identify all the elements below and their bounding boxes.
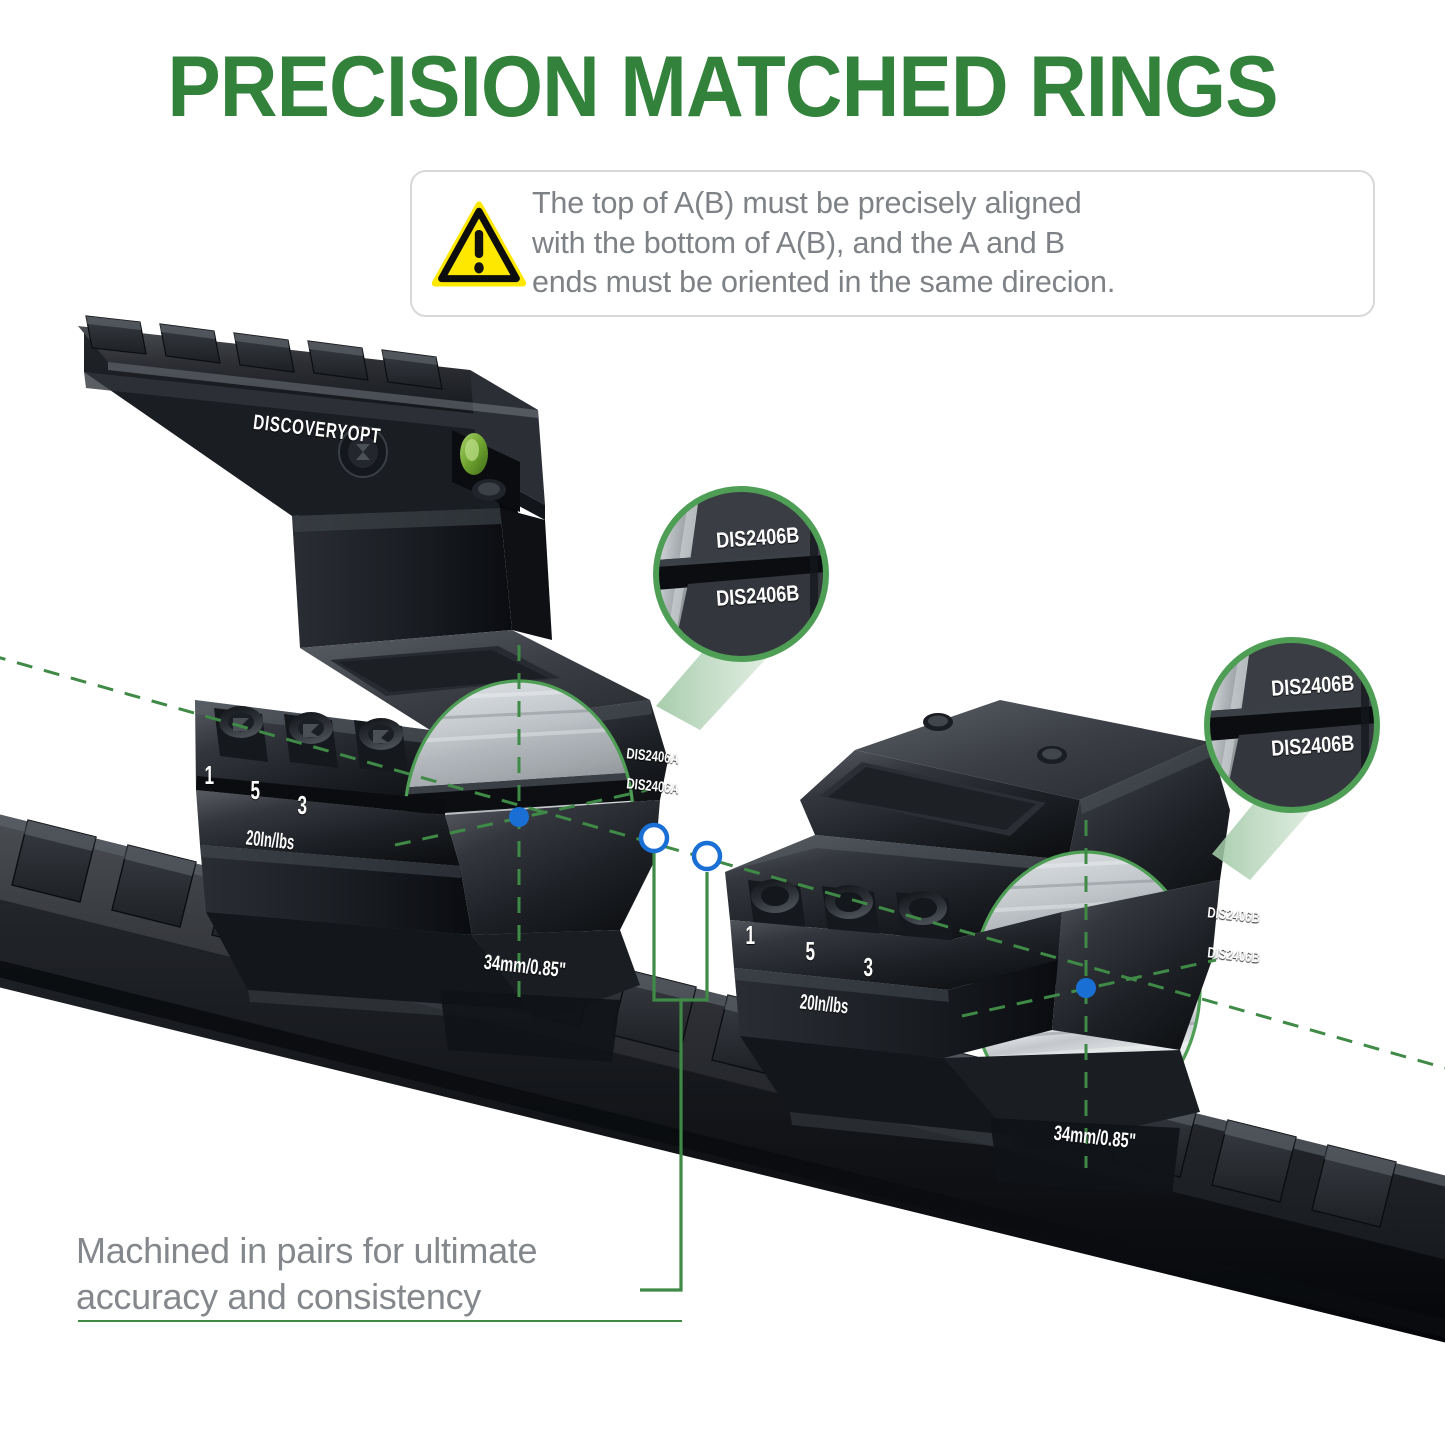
page-title: PRECISION MATCHED RINGS [167, 39, 1278, 135]
ring-a-screw-mark-1: 1 [204, 760, 215, 790]
warning-callout-box: The top of A(B) must be precisely aligne… [410, 170, 1375, 317]
ring-b-screw-mark-5: 5 [805, 936, 816, 966]
callout-right [1204, 637, 1380, 880]
ring-b-screw-mark-3: 3 [863, 952, 874, 982]
ring-b-torque-label: 20In/lbs [798, 990, 850, 1019]
ring-b-lower-body [730, 880, 1220, 1195]
ring-a-lower-body [196, 776, 660, 1062]
ring-a-screw-mark-3: 3 [297, 790, 308, 820]
axis-cross-b [961, 958, 1217, 1018]
ring-b-top-cap [725, 700, 1230, 944]
pair-leader-bracket [638, 822, 723, 1292]
rail-screw [338, 426, 388, 478]
warning-text: The top of A(B) must be precisely aligne… [532, 186, 1116, 300]
marker-dot-b [691, 840, 723, 872]
ring-a-screw-recesses [214, 706, 408, 774]
ring-b-screw-recesses [748, 879, 954, 944]
footer-rule [78, 1320, 682, 1322]
warning-triangle-icon [432, 200, 526, 287]
footer-caption: Machined in pairs for ultimate accuracy … [76, 1230, 538, 1318]
ring-a-torque-label: 20In/lbs [244, 826, 296, 855]
top-accessory-rail [78, 315, 545, 528]
callout-left [653, 486, 829, 730]
ring-a-screw-mark-5: 5 [250, 775, 261, 805]
center-dot-b [1076, 978, 1096, 998]
center-dot-a [509, 807, 529, 827]
bubble-level-icon [452, 430, 520, 512]
scope-ring-mount-b [725, 700, 1230, 1195]
marker-dot-a [638, 822, 670, 854]
ring-b-screw-mark-1: 1 [745, 920, 756, 950]
axis-cross-a [394, 788, 649, 847]
